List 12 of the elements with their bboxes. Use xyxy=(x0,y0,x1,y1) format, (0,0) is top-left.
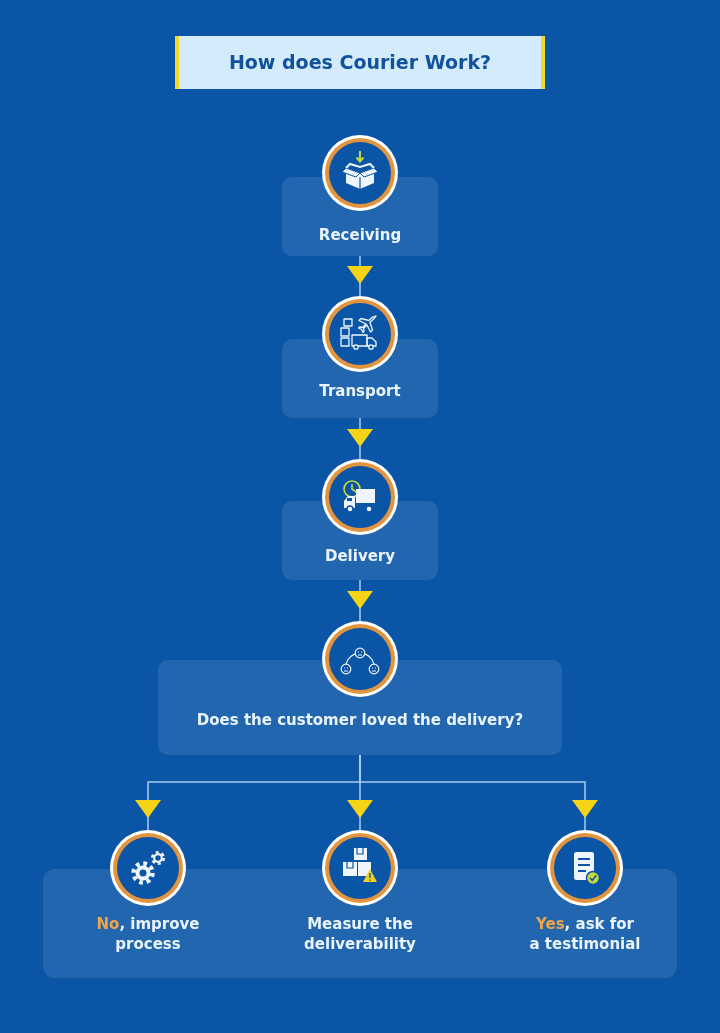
title-banner: How does Courier Work? xyxy=(175,36,545,89)
step-label: Receiving xyxy=(318,225,402,245)
step-label: Transport xyxy=(319,381,401,401)
step-label: Delivery xyxy=(324,546,395,566)
arrow xyxy=(359,754,598,831)
arrow xyxy=(347,579,373,622)
option-label: Measure the deliverability xyxy=(303,914,417,954)
arrow xyxy=(347,417,373,460)
option-label: No, improve process xyxy=(95,914,201,954)
option-label: Yes, ask for a testimonial xyxy=(528,914,642,954)
decision-label: Does the customer loved the delivery? xyxy=(196,710,524,730)
arrow xyxy=(347,255,373,297)
